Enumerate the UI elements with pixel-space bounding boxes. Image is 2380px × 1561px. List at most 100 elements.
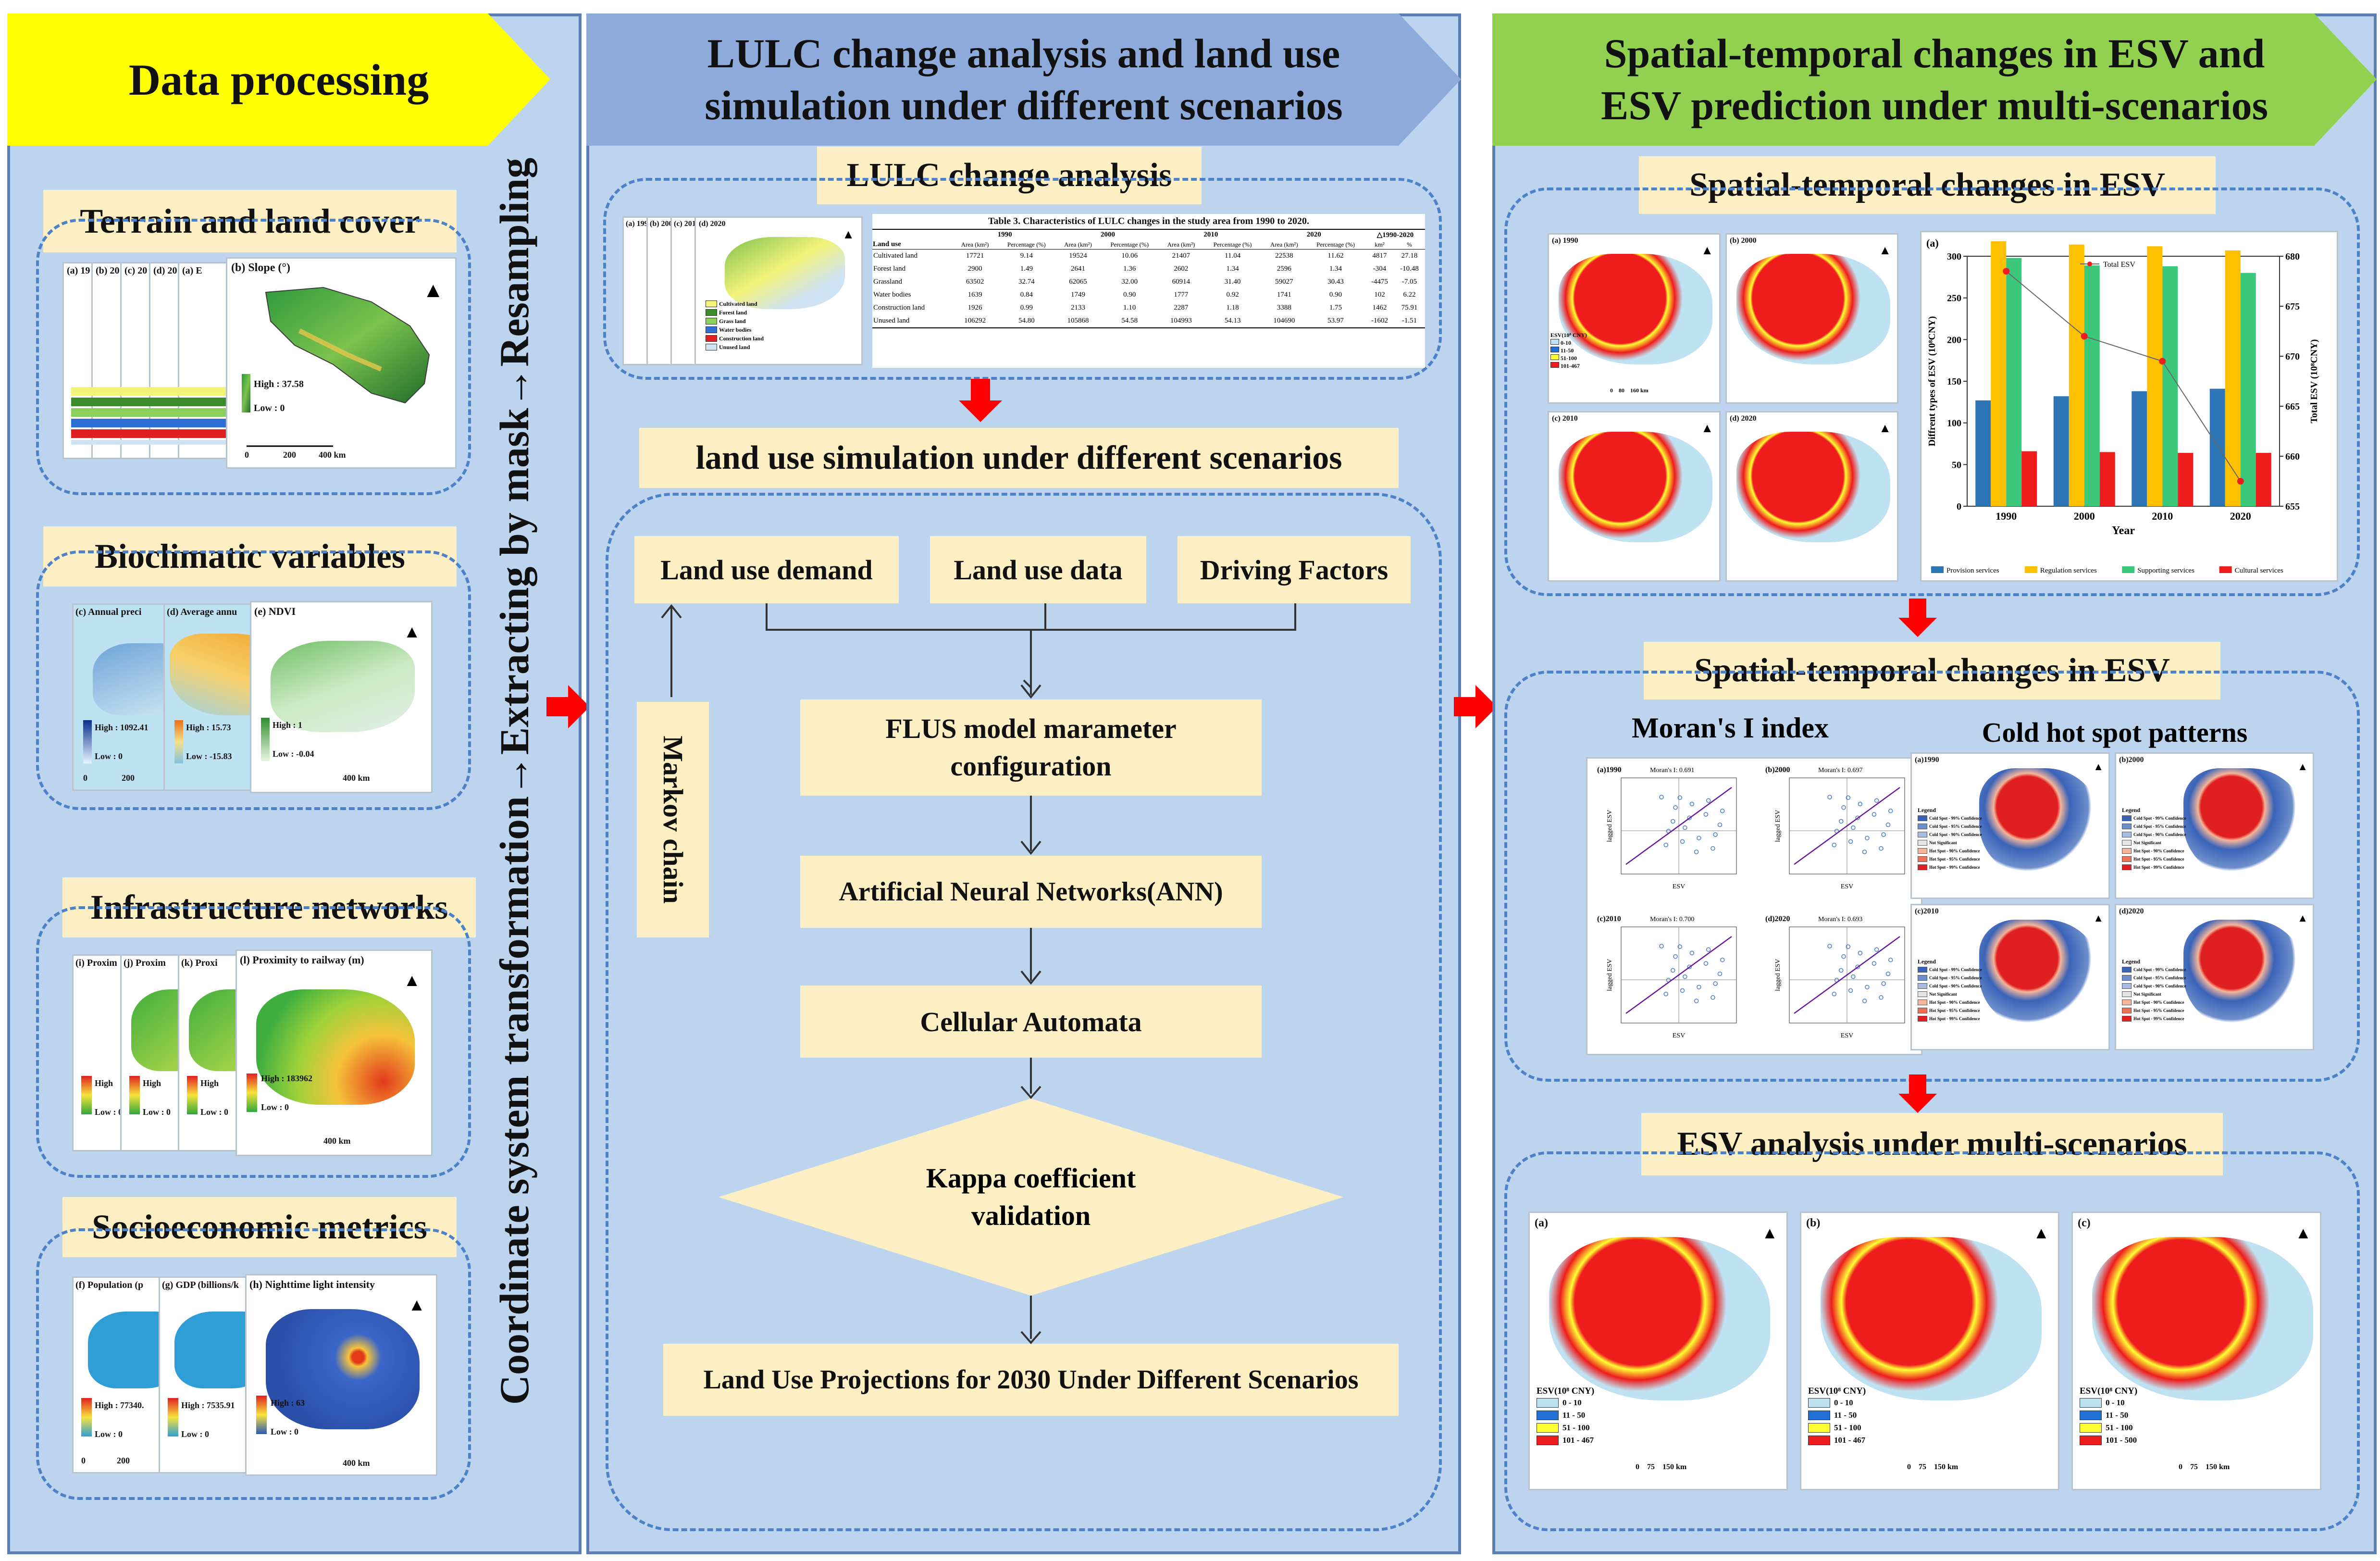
moran-point [1841, 954, 1846, 959]
legend-row: 101-467 [1550, 362, 1587, 370]
legend-row: Hot Spot - 99% Confidence [1918, 863, 1982, 871]
legend-row: Cold Spot - 95% Confidence [1918, 974, 1982, 982]
moran-point [1872, 961, 1877, 966]
bar-regulation-services [2069, 244, 2084, 506]
legend-label: Cold Spot - 99% Confidence [2133, 967, 2186, 972]
north-arrow-icon: ▲ [1701, 421, 1713, 435]
panel-tag: (c) 2010 [674, 220, 700, 228]
header-title: LULC change analysis and land use simula… [705, 30, 1343, 128]
bar-supporting-services [2084, 265, 2100, 506]
scale-2: 150 km [1662, 1463, 1687, 1471]
header-title: Data processing [128, 55, 429, 104]
table-row-label: Water bodies [873, 291, 911, 299]
total-esv-point [2003, 268, 2010, 275]
legend-row: Hot Spot - 95% Confidence [2122, 1006, 2186, 1014]
panel-tag: (l) Proximity to railway (m) [240, 954, 364, 966]
moran-ylabel: lagged ESV [1774, 959, 1782, 991]
moran-point [1687, 964, 1692, 969]
table-corner [872, 229, 953, 240]
scale-1: 200 [283, 450, 296, 460]
header-lulc: LULC change analysis and land use simula… [586, 13, 1461, 146]
table-cell: 21407 [1172, 252, 1190, 260]
legend-high: High : 1092.41 [95, 723, 149, 732]
table-cell: 54.13 [1224, 317, 1241, 325]
legend-label: Grass land [719, 317, 746, 325]
legend-label: Hot Spot - 90% Confidence [2133, 848, 2184, 853]
moran-point [1683, 974, 1687, 979]
table-year-row: 1990 2000 2010 2020 △1990-2020 [872, 229, 1425, 240]
header-arrow-shape [586, 13, 1461, 146]
table-caption: Table 3. Characteristics of LULC changes… [988, 216, 1309, 226]
legend-high: High [95, 1078, 113, 1088]
landcover-legend-swatches [71, 387, 273, 445]
panel-tag: (d) Average annu [167, 607, 237, 617]
scale-0: 0 [1610, 387, 1613, 394]
lulc-maps: (a) 1990 (b) 2000 (c) 2010 (d) 2020 ▲ Cu… [622, 216, 863, 365]
panel-tag: (k) Proxi [181, 958, 218, 968]
nightlight-panel: (h) Nighttime light intensity ▲ High : 6… [245, 1274, 437, 1476]
legend-low: Low : -15.83 [186, 751, 232, 761]
group-esv-scenarios [1504, 1151, 2360, 1531]
legend-row: Not Significant [1918, 990, 1982, 998]
legend-label: 101-467 [1561, 362, 1580, 369]
table-cell: 31.40 [1224, 278, 1241, 286]
table-cell: -1.51 [1401, 317, 1417, 325]
moran-point [1885, 971, 1891, 976]
legend-label: Hot Spot - 95% Confidence [1929, 856, 1980, 862]
legend-label: 51 - 100 [2106, 1423, 2133, 1432]
panel-tag: (c) Annual preci [75, 607, 142, 617]
box-land-use-data: Land use data [930, 536, 1146, 603]
legend-high: High [143, 1078, 161, 1088]
legend-high: High : 77340. [95, 1400, 144, 1410]
scale-0: 0 [1636, 1463, 1639, 1471]
legend-title: ESV(10⁸ CNY) [1550, 332, 1587, 338]
scale-0: 0 [81, 1456, 86, 1465]
legend-label: Cold Spot - 99% Confidence [1929, 815, 1982, 821]
table-cell: 75.91 [1401, 304, 1418, 312]
table-cell: 19524 [1069, 252, 1087, 260]
legend-row: Grass land [706, 317, 773, 325]
legend-row: Hot Spot - 90% Confidence [2122, 998, 2186, 1006]
panel-tag: (d) 20 [153, 265, 177, 276]
hotspot-map-shape [2183, 768, 2304, 879]
box-land-use-demand: Land use demand [634, 536, 899, 603]
header-title: Spatial-temporal changes in ESV and ESV … [1600, 30, 2268, 128]
moran-point [1671, 819, 1675, 824]
legend-label: Not Significant [1929, 840, 1957, 845]
moran-point [1713, 981, 1718, 986]
legend-row: Hot Spot - 99% Confidence [2122, 863, 2186, 871]
panel-tag: (a)1990 [1915, 756, 1939, 764]
legend-label: Supporting services [2137, 567, 2194, 574]
legend-label: Cold Spot - 95% Confidence [2133, 975, 2186, 980]
table-subheader: Area (km²) [961, 240, 989, 248]
moran-point [1848, 839, 1853, 844]
legend-row: Hot Spot - 99% Confidence [1918, 1014, 1982, 1023]
table-cell: -7.05 [1401, 278, 1417, 286]
legend-row: 51-100 [1550, 354, 1587, 362]
table-row-label: Cultivated land [873, 252, 918, 260]
bar-provision-services [1975, 400, 1991, 506]
nightlight-legend-bar [256, 1396, 267, 1434]
moran-point [1858, 950, 1863, 956]
north-arrow-icon: ▲ [408, 1295, 425, 1314]
legend-swatch [2024, 566, 2037, 573]
moran-point [1865, 985, 1870, 989]
legend-row: Construction land [706, 334, 773, 343]
moran-tag: (c)2010 [1597, 915, 1621, 923]
legend-low: Low : -0.04 [273, 749, 314, 759]
moran-value: Moran's I: 0.697 [1818, 767, 1862, 774]
y-tick-label: 50 [1952, 460, 1961, 470]
ndvi-legend-bar [261, 718, 270, 761]
moran-value: Moran's I: 0.691 [1650, 767, 1694, 774]
bar-provision-services [2053, 396, 2069, 506]
swatch-cultivated [71, 387, 273, 396]
moran-point [1673, 954, 1678, 959]
table-cell: 32.00 [1121, 278, 1138, 286]
scenario-map-shape [1821, 1237, 2042, 1400]
hotspot-map-shape [1979, 768, 2099, 879]
y2-tick-label: 680 [2285, 251, 2300, 262]
